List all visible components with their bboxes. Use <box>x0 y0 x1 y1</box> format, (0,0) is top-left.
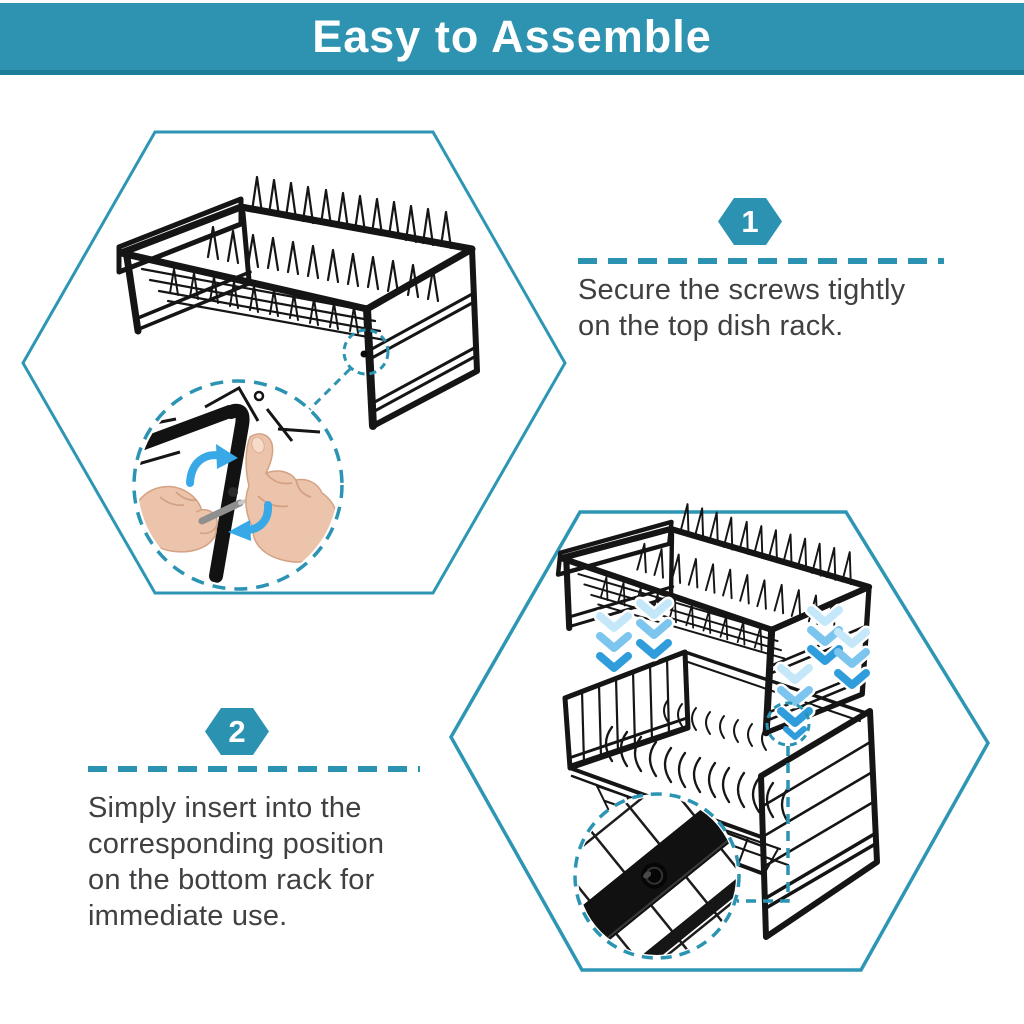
step-1-number: 1 <box>741 203 759 239</box>
screw-icon <box>641 862 668 889</box>
callout-connector-line-top <box>305 367 352 414</box>
top-dish-rack-illustration <box>119 177 477 426</box>
step-2-line-1: Simply insert into the <box>88 792 362 824</box>
step-2-instructions: 2 Simply insert into the corresponding p… <box>88 708 420 934</box>
step-2-text: Simply insert into the corresponding pos… <box>88 790 420 934</box>
joint-target-circle-bottom <box>765 701 811 747</box>
step-2-divider <box>88 766 420 772</box>
step-2-badge: 2 <box>205 708 269 755</box>
screw-tightening-zoom-callout <box>132 379 344 591</box>
step-2-line-2: corresponding position <box>88 828 385 860</box>
step-1-line-2: on the top dish rack. <box>578 310 844 342</box>
page-title: Easy to Assemble <box>312 10 712 62</box>
step-1-divider <box>578 258 944 264</box>
top-hexagon-frame <box>21 130 567 595</box>
header-banner: Easy to Assemble <box>0 3 1024 75</box>
step-2-line-3: on the bottom rack for <box>88 864 375 896</box>
bottom-rack-zoom-callout <box>573 792 741 960</box>
step-1-line-1: Secure the screws tightly <box>578 274 906 306</box>
step-1-badge: 1 <box>718 198 782 245</box>
callout-connector-line-bottom <box>737 746 790 903</box>
rotation-arrows-icon <box>186 444 273 541</box>
step-2-line-4: immediate use. <box>88 900 288 932</box>
step-2-number: 2 <box>228 713 246 749</box>
step-1-text: Secure the screws tightly on the top dis… <box>578 272 944 344</box>
bottom-hexagon-frame <box>448 510 991 972</box>
joint-target-circle-top <box>342 328 390 376</box>
step-1-instructions: 1 Secure the screws tightly on the top d… <box>578 198 944 344</box>
insert-down-arrows-icon <box>593 596 873 740</box>
screw-dot-icon <box>360 350 368 358</box>
